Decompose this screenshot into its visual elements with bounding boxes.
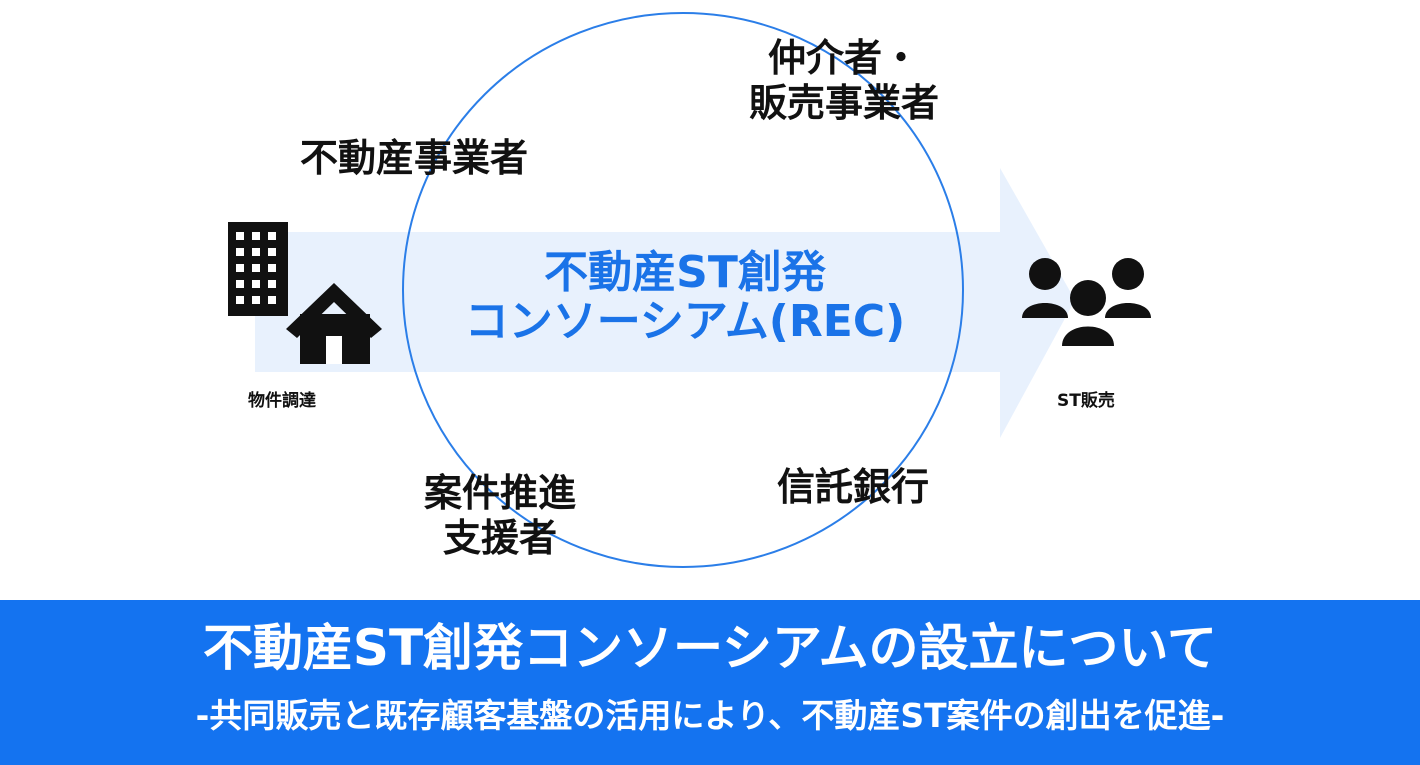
role-broker-line-2: 販売事業者 xyxy=(748,80,939,125)
role-real-estate-company: 不動産事業者 xyxy=(300,136,529,180)
house-icon xyxy=(286,283,382,364)
role-trust-bank: 信託銀行 xyxy=(777,465,930,509)
consortium-circle xyxy=(402,12,964,568)
banner-title: 不動産ST創発コンソーシアムの設立について xyxy=(202,619,1218,677)
role-project-supporter: 案件推進 支援者 xyxy=(385,471,615,561)
role-support-line-1: 案件推進 xyxy=(423,471,576,515)
property-procurement-label: 物件調達 xyxy=(248,391,316,411)
bottom-banner: 不動産ST創発コンソーシアムの設立について -共同販売と既存顧客基盤の活用により… xyxy=(0,600,1420,765)
diagram-graphics xyxy=(228,12,1151,568)
role-support-line-2: 支援者 xyxy=(442,515,557,560)
building-icon xyxy=(228,222,288,316)
role-broker-seller: 仲介者・ 販売事業者 xyxy=(724,36,964,126)
st-sales-label: ST販売 xyxy=(1057,391,1115,411)
flow-arrow xyxy=(255,168,1075,438)
consortium-title-line-1: 不動産ST創発 xyxy=(544,247,826,298)
consortium-diagram: 不動産事業者 仲介者・ 販売事業者 信託銀行 案件推進 支援者 不動産ST創発 … xyxy=(228,12,1151,568)
consortium-center-title: 不動産ST創発 コンソーシアム(REC) xyxy=(405,248,965,347)
banner-subtitle: -共同販売と既存顧客基盤の活用により、不動産ST案件の創出を促進- xyxy=(195,696,1225,735)
role-broker-line-1: 仲介者・ xyxy=(767,36,920,80)
people-group-icon xyxy=(1022,258,1151,346)
consortium-title-line-2: コンソーシアム(REC) xyxy=(464,296,906,348)
